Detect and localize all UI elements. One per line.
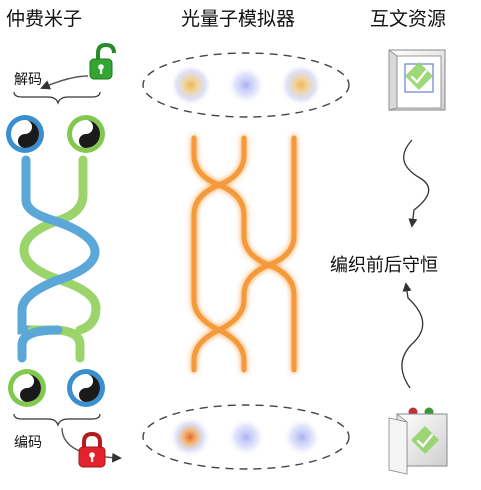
box-check-icon — [388, 49, 446, 111]
title-left: 仲费米子 — [6, 8, 82, 30]
decode-brace — [13, 91, 101, 105]
input-mode-1 — [169, 416, 211, 458]
title-middle: 光量子模拟器 — [181, 8, 295, 30]
unlock-icon — [89, 42, 116, 80]
photon-waveguides — [191, 135, 297, 373]
output-mode-1 — [170, 64, 212, 106]
output-mode-3 — [280, 64, 322, 106]
lock-icon — [78, 431, 106, 468]
yin-yang-icon — [8, 369, 46, 407]
arrow-up — [401, 282, 424, 389]
yin-yang-icon — [67, 369, 105, 407]
yin-yang-icon — [67, 115, 105, 153]
box-check-icon — [388, 407, 448, 475]
decode-label: 解码 — [14, 72, 42, 88]
input-modes-ellipse — [142, 404, 350, 470]
encode-label: 编码 — [14, 435, 42, 451]
yin-yang-icon — [6, 115, 44, 153]
title-right: 互文资源 — [370, 8, 446, 30]
output-modes-ellipse — [142, 52, 350, 118]
encode-brace — [13, 413, 101, 427]
input-mode-2 — [227, 418, 265, 456]
center-label: 编织前后守恒 — [330, 255, 438, 276]
output-mode-2 — [227, 66, 265, 104]
fermion-braid — [17, 155, 101, 363]
input-mode-3 — [283, 418, 321, 456]
encode-arrow — [61, 427, 122, 463]
arrow-down — [403, 139, 430, 228]
decode-arrow — [40, 75, 89, 90]
